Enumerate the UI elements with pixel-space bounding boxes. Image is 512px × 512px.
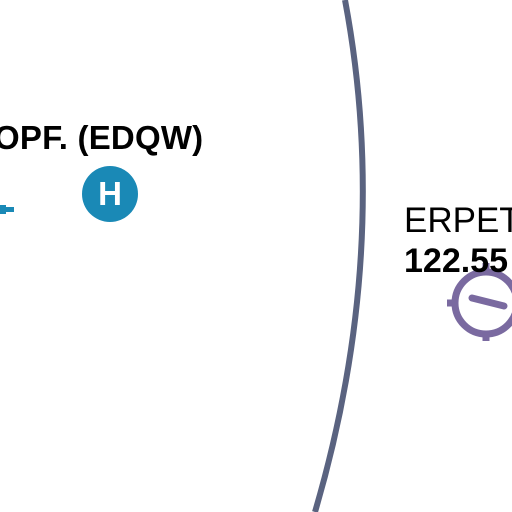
airfield-name-label: OPF. (EDQW): [0, 119, 204, 156]
airport-symbol-icon: [0, 205, 14, 214]
heliport-letter: H: [98, 175, 122, 212]
airfield-name-label-right: ERPET: [404, 201, 512, 240]
airspace-boundary: [312, 0, 366, 512]
glider-airfield-icon: [447, 263, 512, 341]
heliport-icon: [82, 166, 138, 222]
airfield-frequency-label: 122.55: [404, 242, 508, 280]
